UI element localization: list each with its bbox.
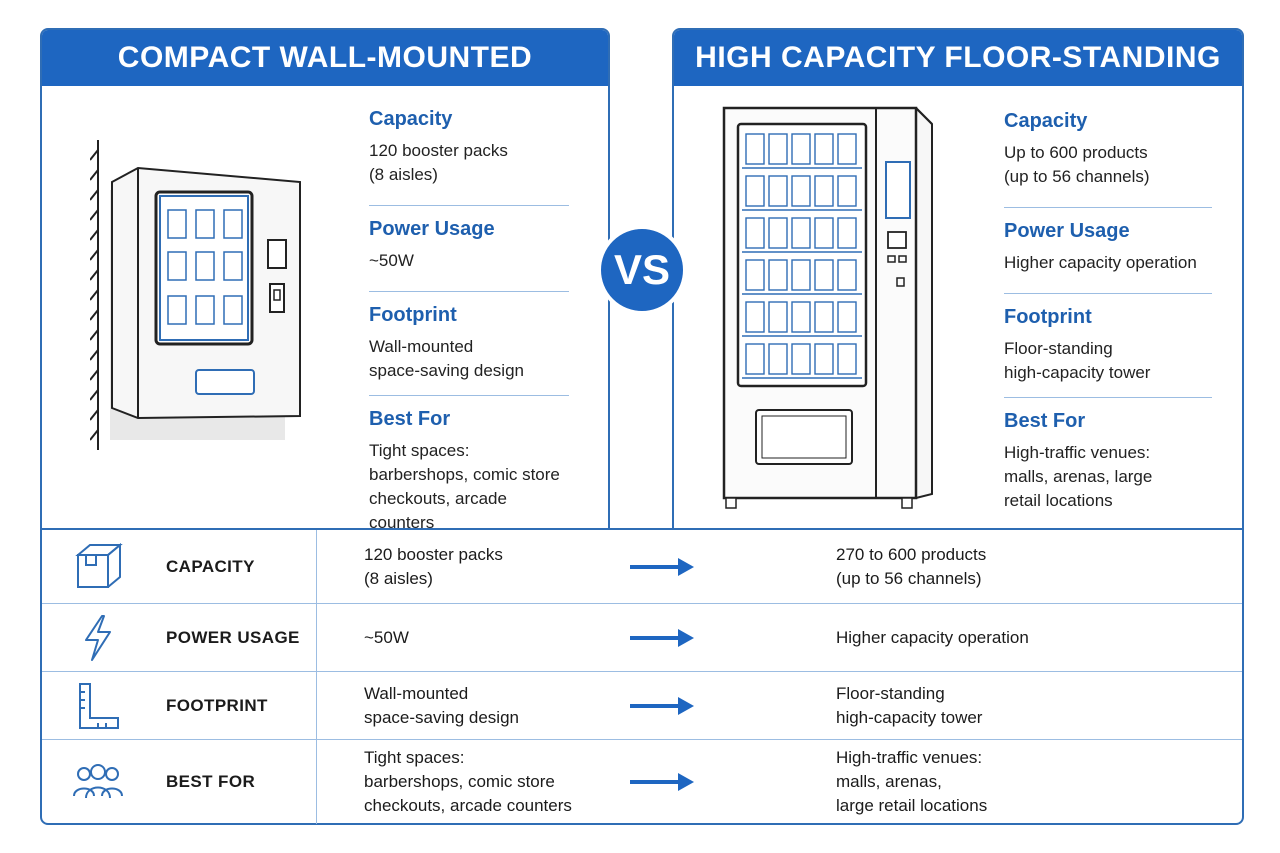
product-slot [814, 217, 834, 249]
row-label: CAPACITY [166, 556, 255, 576]
spec-title: Footprint [369, 304, 457, 326]
product-slot [837, 259, 857, 291]
arrow-right-icon [630, 696, 694, 715]
spec-value: Tight spaces: barbershops, comic store c… [369, 441, 560, 532]
high-capacity-title: HIGH CAPACITY FLOOR-STANDING [695, 41, 1221, 74]
compact-spec-best-for: Best For Tight spaces: barbershops, comi… [369, 408, 569, 547]
vs-badge: VS [597, 225, 687, 315]
lightning-icon [85, 614, 111, 661]
spec-title: Best For [369, 408, 451, 430]
row-label: POWER USAGE [166, 627, 300, 647]
product-slot [768, 343, 788, 375]
row-label: BEST FOR [166, 772, 256, 791]
arrow-right-icon [630, 628, 694, 647]
product-slot [768, 217, 788, 249]
product-slot [745, 133, 765, 165]
high-capacity-value: Higher capacity operation [836, 627, 1029, 647]
product-slot [745, 301, 765, 333]
spec-title: Power Usage [369, 218, 495, 240]
product-slot [814, 259, 834, 291]
comparison-row-footprint: FOOTPRINT Wall-mounted space-saving desi… [42, 672, 1242, 740]
compact-specs: Capacity 120 booster packs (8 aisles) Po… [369, 108, 569, 559]
product-slot [745, 259, 765, 291]
ruler-icon [79, 682, 119, 729]
spec-value: Up to 600 products (up to 56 channels) [1004, 143, 1150, 186]
product-slot [837, 343, 857, 375]
product-slot [814, 343, 834, 375]
product-slot [768, 259, 788, 291]
product-slot [837, 217, 857, 249]
arrow-right-icon [630, 773, 694, 791]
box-icon [75, 542, 123, 588]
floor-standing-vending-machine-illustration [722, 106, 933, 509]
wall-mounted-vending-machine-illustration [90, 140, 301, 450]
product-slot [791, 133, 811, 165]
compact-value: 120 booster packs (8 aisles) [364, 544, 503, 588]
product-slot [745, 217, 765, 249]
compact-spec-footprint: Footprint Wall-mounted space-saving desi… [369, 304, 569, 396]
product-slot [768, 301, 788, 333]
spec-value: ~50W [369, 251, 414, 270]
high-spec-capacity: Capacity Up to 600 products (up to 56 ch… [1004, 110, 1212, 208]
people-icon [73, 764, 123, 799]
spec-title: Power Usage [1004, 220, 1130, 242]
product-slot [814, 175, 834, 207]
product-slot [837, 133, 857, 165]
spec-value: Floor-standing high-capacity tower [1004, 339, 1151, 382]
product-slot [791, 175, 811, 207]
high-spec-power: Power Usage Higher capacity operation [1004, 220, 1212, 294]
high-capacity-panel-header: HIGH CAPACITY FLOOR-STANDING [674, 30, 1242, 86]
spec-value: Higher capacity operation [1004, 253, 1197, 272]
spec-title: Capacity [1004, 110, 1088, 132]
product-slot [814, 301, 834, 333]
compact-spec-capacity: Capacity 120 booster packs (8 aisles) [369, 108, 569, 206]
product-slot [814, 133, 834, 165]
high-spec-footprint: Footprint Floor-standing high-capacity t… [1004, 306, 1212, 398]
arrow-right-icon [630, 557, 694, 576]
product-slot [768, 175, 788, 207]
comparison-table: CAPACITY 120 booster packs (8 aisles) 27… [40, 528, 1244, 825]
product-slot [837, 301, 857, 333]
column-divider [316, 740, 317, 824]
spec-value: 120 booster packs (8 aisles) [369, 141, 508, 184]
spec-title: Footprint [1004, 306, 1092, 328]
product-slot [791, 343, 811, 375]
product-slot [768, 133, 788, 165]
comparison-row-best-for: BEST FOR Tight spaces: barbershops, comi… [42, 740, 1242, 824]
compact-value: Wall-mounted space-saving design [364, 683, 519, 727]
spec-title: Best For [1004, 410, 1086, 432]
high-capacity-specs: Capacity Up to 600 products (up to 56 ch… [1004, 110, 1212, 537]
column-divider [316, 530, 317, 603]
comparison-row-capacity: CAPACITY 120 booster packs (8 aisles) 27… [42, 530, 1242, 604]
product-slot [745, 343, 765, 375]
compact-value: Tight spaces: barbershops, comic store c… [364, 748, 572, 815]
high-capacity-value: 270 to 600 products (up to 56 channels) [836, 544, 987, 588]
compact-title: COMPACT WALL-MOUNTED [117, 41, 533, 74]
compact-panel-header: COMPACT WALL-MOUNTED [42, 30, 608, 86]
comparison-row-power: POWER USAGE ~50W Higher capacity operati… [42, 604, 1242, 672]
high-capacity-value: High-traffic venues: malls, arenas, larg… [836, 748, 988, 815]
product-slot [791, 259, 811, 291]
spec-value: Wall-mounted space-saving design [369, 337, 524, 380]
product-slot [837, 175, 857, 207]
spec-title: Capacity [369, 108, 453, 130]
spec-value: High-traffic venues: malls, arenas, larg… [1004, 443, 1153, 510]
product-slot [791, 301, 811, 333]
product-slot [791, 217, 811, 249]
compact-spec-power: Power Usage ~50W [369, 218, 569, 292]
column-divider [316, 604, 317, 671]
column-divider [316, 672, 317, 739]
compact-value: ~50W [364, 627, 409, 647]
product-slot [745, 175, 765, 207]
row-label: FOOTPRINT [166, 695, 268, 715]
high-spec-best-for: Best For High-traffic venues: malls, are… [1004, 410, 1212, 525]
high-capacity-value: Floor-standing high-capacity tower [836, 683, 983, 727]
